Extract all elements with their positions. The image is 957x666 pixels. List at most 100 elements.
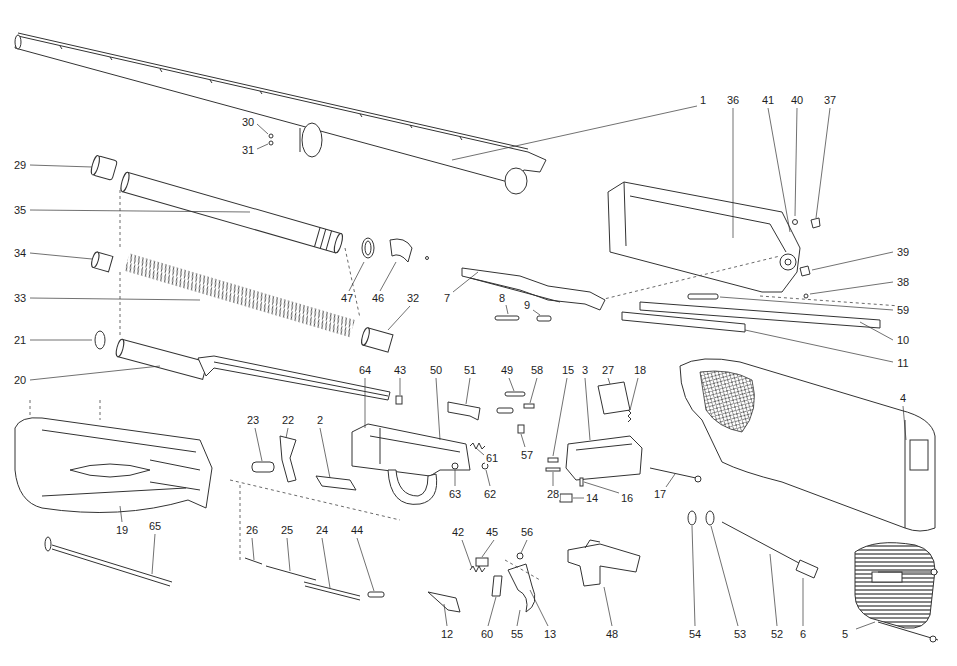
leader-lines-part [257, 144, 268, 149]
leader-lines-part [506, 305, 508, 314]
callout-number: 40 [790, 94, 804, 106]
trigger-housing-part [448, 402, 480, 420]
barrel-screw-part [269, 141, 273, 145]
callout-number: 31 [241, 144, 255, 156]
trigger-housing-part [518, 425, 524, 433]
callout-number: 58 [530, 364, 544, 376]
leader-lines-part [286, 428, 288, 438]
bolt-part [695, 476, 701, 482]
trigger-housing-part [352, 424, 470, 476]
trigger-pins-part [368, 592, 384, 597]
callout-number: 8 [498, 292, 506, 304]
callout-number: 46 [371, 292, 385, 304]
callout-number: 60 [480, 628, 494, 640]
trigger-plate-parts-part [280, 436, 296, 482]
stock-bolt [688, 511, 818, 578]
leader-lines-part [795, 108, 797, 216]
receiver-pins-part [688, 294, 718, 299]
trigger-housing-part [497, 408, 513, 413]
leader-lines-part [30, 340, 92, 341]
trigger-group-part [476, 558, 488, 566]
leader-lines-part [856, 622, 875, 629]
bolt-part [548, 458, 558, 462]
callout-number: 35 [13, 204, 27, 216]
trigger-housing-part [505, 392, 525, 396]
forend [15, 418, 212, 513]
action-tube-part [214, 362, 388, 396]
leader-lines-part [30, 165, 92, 167]
shotgun-illustration-part [345, 248, 360, 318]
leader-lines-part [692, 526, 695, 626]
action-tube-part [115, 339, 208, 380]
callout-number: 28 [546, 488, 560, 500]
magazine-tube-part [314, 228, 331, 251]
follower-part [360, 327, 371, 346]
barrel-part [60, 46, 462, 140]
forend-part [15, 418, 212, 513]
leader-lines-part [517, 610, 520, 626]
retaining-ring-part [365, 241, 371, 255]
trigger-pins [245, 558, 384, 600]
callout-number: 59 [896, 304, 910, 316]
pins-part [495, 316, 519, 320]
callout-number: 63 [448, 488, 462, 500]
trigger-group-part [492, 576, 502, 596]
callout-number: 10 [896, 334, 910, 346]
callout-number: 43 [393, 364, 407, 376]
leader-lines-part [257, 124, 268, 134]
trigger-housing-part [396, 396, 402, 404]
leader-lines-part [521, 540, 527, 553]
action-tube [95, 331, 390, 400]
leader-lines-part [466, 378, 470, 404]
leader-lines-part [486, 470, 490, 486]
leader-lines-part [488, 597, 496, 626]
leader-lines-part [482, 540, 494, 557]
bolt-part [546, 468, 560, 471]
trigger-plate-parts [230, 436, 400, 560]
magazine-spring [124, 253, 354, 337]
leader-lines-part [573, 498, 584, 499]
retaining-ring [362, 238, 429, 262]
leader-lines-part [530, 590, 548, 626]
callout-number: 52 [770, 628, 784, 640]
bolt [546, 382, 701, 502]
leader-lines-part [530, 378, 537, 403]
callout-number: 11 [896, 357, 909, 369]
trigger-pins-part [245, 558, 262, 564]
trigger-plate-parts-part [252, 462, 274, 472]
shotgun-illustration-part [120, 190, 121, 338]
carrier [568, 540, 640, 586]
stock-bolt-part [688, 511, 696, 525]
callout-number: 17 [653, 488, 667, 500]
bolt-part [576, 444, 632, 450]
barrel-part [300, 128, 301, 152]
callout-number: 18 [633, 364, 647, 376]
receiver-pins-part [800, 266, 810, 276]
callout-number: 51 [463, 364, 477, 376]
barrel-part [505, 168, 527, 194]
leader-lines-part [810, 282, 893, 294]
leader-lines-part [553, 472, 554, 486]
trigger-plate-parts-part [230, 480, 400, 560]
barrel [15, 33, 546, 194]
magazine-cap [90, 155, 118, 181]
callout-number: 4 [899, 392, 907, 404]
barrel-part [18, 33, 528, 149]
callout-number: 39 [896, 246, 910, 258]
receiver-pins-part [811, 218, 820, 228]
action-bar-slide-part [462, 268, 605, 310]
leader-lines-part [462, 540, 472, 568]
buttpad [855, 543, 938, 642]
callout-number: 53 [733, 628, 747, 640]
leader-lines-part [287, 538, 290, 571]
magazine-spring-part [124, 253, 354, 337]
leader-lines-part [30, 253, 92, 259]
trigger-housing-part [370, 428, 460, 464]
leader-lines-part [666, 474, 675, 487]
callout-number: 3 [581, 364, 589, 376]
bolt-part [628, 410, 631, 422]
forend-part [150, 460, 200, 490]
leader-lines-part [455, 470, 456, 486]
retaining-ring-part [362, 238, 374, 258]
